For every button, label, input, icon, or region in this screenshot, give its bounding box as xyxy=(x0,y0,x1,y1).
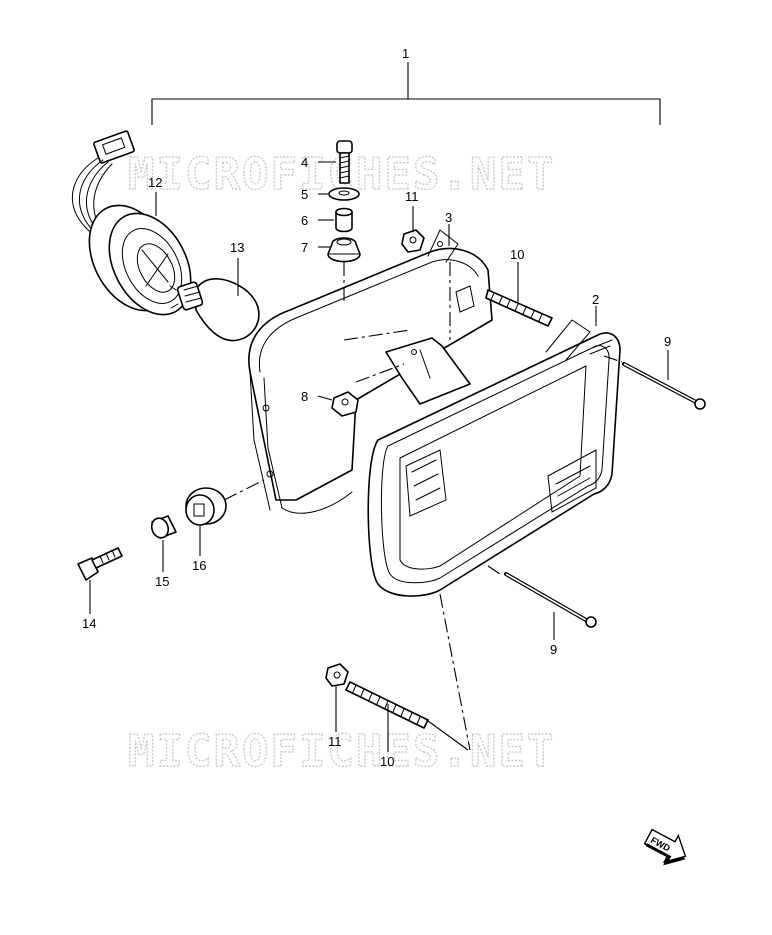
callout-12: 12 xyxy=(148,175,162,190)
headlight-unit-2[interactable] xyxy=(367,319,621,597)
bolt-14[interactable] xyxy=(77,547,123,581)
nut-11-upper[interactable] xyxy=(401,229,425,253)
callout-15: 15 xyxy=(155,574,169,589)
assembly-bracket xyxy=(151,62,661,125)
leader-lines xyxy=(89,161,669,752)
watermark-bottom: MICROFICHES.NET xyxy=(128,726,555,777)
callout-1: 1 xyxy=(402,46,409,61)
washer-5[interactable] xyxy=(328,187,360,201)
bulb-13[interactable] xyxy=(169,278,260,342)
housing-3[interactable] xyxy=(248,229,493,514)
callout-11-lower: 11 xyxy=(328,734,342,749)
callout-7: 7 xyxy=(301,240,308,255)
callout-16: 16 xyxy=(192,558,206,573)
callout-9-upper: 9 xyxy=(664,334,671,349)
callout-4: 4 xyxy=(301,155,308,170)
collar-15[interactable] xyxy=(149,515,177,540)
callout-8: 8 xyxy=(301,389,308,404)
stud-10-lower[interactable] xyxy=(345,681,429,729)
grommet-7[interactable] xyxy=(327,237,361,263)
screw-4[interactable] xyxy=(336,140,353,184)
callout-6: 6 xyxy=(301,213,308,228)
callout-13: 13 xyxy=(230,240,244,255)
callout-14: 14 xyxy=(82,616,96,631)
assembly-lines xyxy=(223,262,623,751)
callout-10-lower: 10 xyxy=(380,754,394,769)
grommet-16[interactable] xyxy=(185,487,227,526)
nut-8[interactable] xyxy=(331,391,359,417)
spacer-6[interactable] xyxy=(335,207,353,233)
screw-9-upper[interactable] xyxy=(622,362,706,410)
callout-3: 3 xyxy=(445,210,452,225)
stud-10-upper[interactable] xyxy=(485,289,553,327)
screw-9-lower[interactable] xyxy=(504,572,597,628)
callout-9-lower: 9 xyxy=(550,642,557,657)
fwd-arrow-icon: FWD xyxy=(643,828,687,866)
callout-2: 2 xyxy=(592,292,599,307)
nut-11-lower[interactable] xyxy=(325,663,349,687)
callout-10-upper: 10 xyxy=(510,247,524,262)
bulb-socket-12[interactable] xyxy=(71,130,207,329)
callout-labels: 1 2 3 4 5 6 7 8 9 9 10 10 11 11 12 13 14… xyxy=(82,46,671,769)
callout-11-upper: 11 xyxy=(405,189,419,204)
callout-5: 5 xyxy=(301,187,308,202)
